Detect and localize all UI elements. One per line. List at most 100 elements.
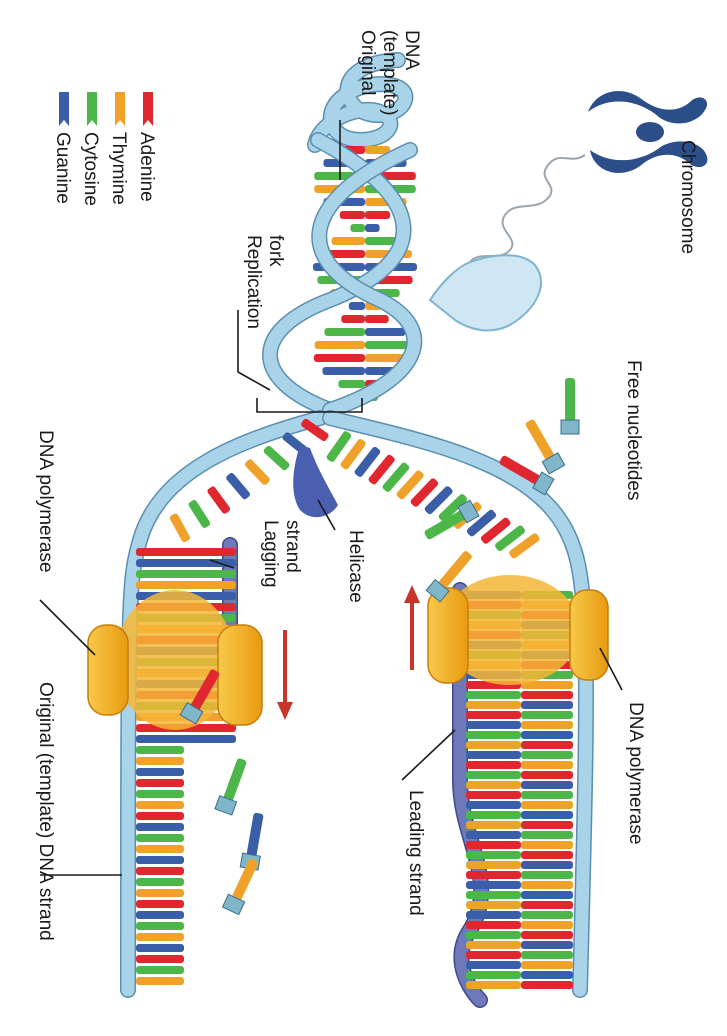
legend-swatch bbox=[115, 92, 125, 126]
lagging-direction-arrow bbox=[277, 630, 293, 720]
unpaired-base bbox=[244, 459, 270, 485]
base-pair-rung bbox=[365, 146, 391, 154]
base-pair-rung bbox=[521, 861, 573, 869]
unpaired-base bbox=[326, 431, 352, 462]
label-original-template-dna-strand: Original (template) DNA strand bbox=[35, 682, 122, 941]
base-pair-rung bbox=[521, 821, 573, 829]
base-pair-rung bbox=[466, 691, 521, 699]
base-pair-rung bbox=[521, 691, 573, 699]
label-helicase: Helicase bbox=[317, 499, 366, 603]
base-pair-rung bbox=[466, 831, 521, 839]
base-pair-rung bbox=[521, 931, 573, 939]
base-pair-rung bbox=[136, 757, 184, 765]
base-pair-rung bbox=[341, 315, 365, 323]
base-pair-rung bbox=[466, 771, 521, 779]
free-nucleotide bbox=[424, 499, 480, 540]
base-pair-rung bbox=[466, 911, 521, 919]
label-dna-polymerase-left-text: DNA polymerase bbox=[35, 430, 56, 573]
base-pair-rung bbox=[365, 224, 380, 232]
base-pair-rung bbox=[339, 211, 365, 219]
legend-label: Adenine bbox=[136, 132, 157, 202]
base-pair-rung bbox=[521, 741, 573, 749]
label-free-nucleotides-text: Free nucleotides bbox=[623, 360, 644, 500]
base-pair-rung bbox=[365, 211, 391, 219]
label-original-template-dna-strand-text: Original (template) DNA strand bbox=[35, 682, 56, 941]
unpaired-base bbox=[495, 525, 526, 552]
base-pair-rung bbox=[521, 921, 573, 929]
base-pair-rung bbox=[136, 966, 184, 974]
base-pair-rung bbox=[521, 871, 573, 879]
unpaired-base bbox=[509, 533, 540, 559]
base-pair-rung bbox=[521, 911, 573, 919]
base-pair-rung bbox=[365, 341, 416, 349]
base-pair-rung bbox=[136, 570, 236, 578]
base-pair-rung bbox=[466, 901, 521, 909]
leader-dna-polymerase-left bbox=[39, 599, 96, 656]
leading-direction-arrow bbox=[404, 585, 420, 670]
base-pair-rung bbox=[136, 581, 236, 589]
base-pair-rung bbox=[466, 871, 521, 879]
unpaired-base bbox=[382, 462, 410, 492]
base-pair-rung bbox=[521, 961, 573, 969]
free-nucleotide bbox=[221, 858, 258, 916]
base-pair-rung bbox=[521, 701, 573, 709]
base-pair-rung bbox=[466, 711, 521, 719]
base-pair-rung bbox=[314, 341, 365, 349]
unpaired-base bbox=[340, 439, 366, 470]
free-nucleotide bbox=[214, 758, 247, 816]
base-pair-rung bbox=[136, 834, 184, 842]
unpaired-base bbox=[226, 472, 250, 500]
free-nucleotide bbox=[499, 455, 555, 496]
label-free-nucleotides: Free nucleotides bbox=[623, 360, 644, 500]
base-pair-rung bbox=[521, 731, 573, 739]
legend-item-thymine: Thymine bbox=[108, 92, 129, 205]
base-pair-rung bbox=[521, 681, 573, 689]
base-pair-rung bbox=[365, 315, 389, 323]
legend-label: Thymine bbox=[108, 132, 129, 205]
base-pair-rung bbox=[331, 237, 365, 245]
label-dna-polymerase-right: DNA polymerase bbox=[599, 647, 646, 845]
base-pair-rung bbox=[521, 831, 573, 839]
base-pair-rung bbox=[466, 721, 521, 729]
base-pair-rung bbox=[466, 851, 521, 859]
base-pair-rung bbox=[136, 768, 184, 776]
label-original-template-dna-text: Original (template) DNA bbox=[357, 30, 422, 121]
label-chromosome: Chromosome bbox=[677, 140, 698, 254]
base-pair-rung bbox=[521, 711, 573, 719]
chromosome-icon bbox=[588, 90, 708, 173]
base-pair-rung bbox=[136, 944, 184, 952]
label-lagging-strand-text: Lagging strand bbox=[260, 520, 303, 593]
base-pair-rung bbox=[466, 931, 521, 939]
label-chromosome-text: Chromosome bbox=[677, 140, 698, 254]
free-nucleotide bbox=[525, 419, 566, 475]
base-pair-rung bbox=[521, 771, 573, 779]
base-pair-rung bbox=[136, 977, 184, 985]
base-pair-rung bbox=[521, 941, 573, 949]
base-pair-rung bbox=[521, 851, 573, 859]
base-pair-rung bbox=[136, 900, 184, 908]
unpaired-base bbox=[368, 454, 395, 485]
base-pair-rung bbox=[350, 224, 365, 232]
label-original-template-dna: Original (template) DNA bbox=[339, 30, 422, 180]
base-pair-rung bbox=[136, 933, 184, 941]
base-pair-rung bbox=[521, 761, 573, 769]
base-pair-rung bbox=[466, 751, 521, 759]
free-nucleotide bbox=[560, 378, 580, 435]
unpaired-base bbox=[410, 478, 439, 507]
base-pair-rung bbox=[521, 891, 573, 899]
base-pair-rung bbox=[521, 721, 573, 729]
base-pair-rung bbox=[521, 751, 573, 759]
unpaired-base bbox=[354, 446, 381, 477]
legend-label: Guanine bbox=[52, 132, 73, 204]
base-pair-rung bbox=[136, 955, 184, 963]
base-pair-rung bbox=[365, 328, 406, 336]
base-pair-rung bbox=[521, 971, 573, 979]
base-pair-rung bbox=[136, 845, 184, 853]
fork-bracket bbox=[256, 398, 363, 413]
base-pair-rung bbox=[365, 237, 399, 245]
base-pair-rung bbox=[466, 861, 521, 869]
label-leading-strand-text: Leading strand bbox=[405, 790, 426, 916]
